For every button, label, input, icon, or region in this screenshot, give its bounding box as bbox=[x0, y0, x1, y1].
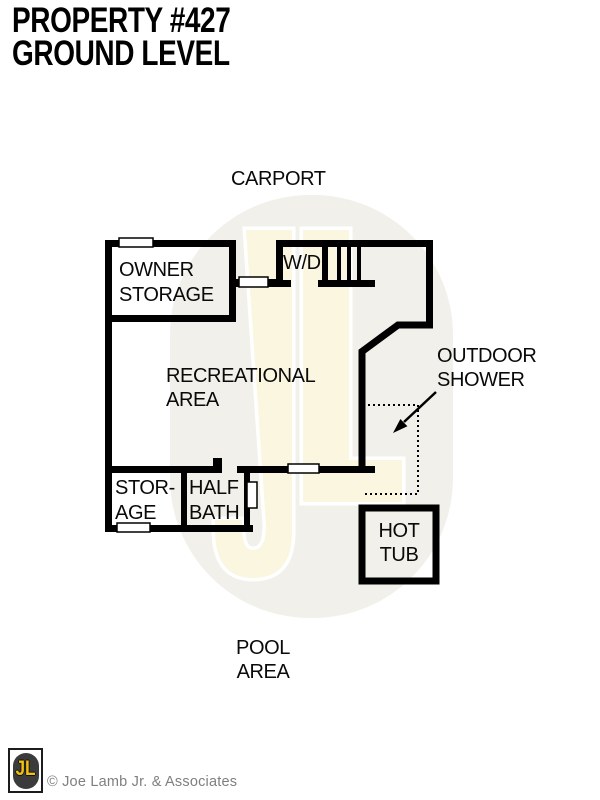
wall-wd-bottom-stub bbox=[276, 280, 291, 287]
stair-tread bbox=[337, 247, 341, 281]
wall-wd-left bbox=[276, 240, 283, 287]
door-half-bath bbox=[246, 481, 258, 509]
wall-rec-bottom-left bbox=[105, 466, 213, 473]
doors bbox=[238, 276, 269, 509]
windows bbox=[116, 237, 320, 533]
jl-logo: JL bbox=[8, 748, 43, 793]
title-line1: PROPERTY #427 bbox=[12, 1, 231, 40]
watermark-letter-l bbox=[299, 226, 406, 506]
outdoor-shower-outline bbox=[363, 404, 419, 495]
jl-logo-oval bbox=[12, 752, 39, 789]
wall-storage-halfbath-separator bbox=[181, 470, 187, 532]
wall-left bbox=[105, 240, 112, 532]
wall-stairs-bottom bbox=[318, 280, 375, 287]
wall-top-left bbox=[105, 240, 236, 247]
jl-logo-text: JL bbox=[15, 757, 36, 780]
stairs bbox=[337, 247, 361, 281]
wall-top-right bbox=[276, 240, 433, 247]
wall-stairs-left bbox=[322, 247, 328, 281]
watermark-jl-logo bbox=[170, 195, 453, 618]
label-carport: CARPORT bbox=[231, 168, 326, 190]
shower-arrow-icon bbox=[393, 391, 437, 433]
wall-owner-storage-bottom bbox=[105, 315, 236, 322]
title-line2: GROUND LEVEL bbox=[12, 34, 230, 73]
door-leaf-half-bath bbox=[213, 458, 222, 473]
window-storage bbox=[116, 522, 151, 533]
window-owner-storage bbox=[118, 237, 154, 248]
hot-tub-outline bbox=[358, 504, 440, 585]
wall-right-diagonal bbox=[358, 243, 433, 469]
window-rec-area bbox=[287, 463, 320, 474]
label-wd: W/D bbox=[283, 252, 321, 274]
wall-rooms-bottom bbox=[105, 525, 253, 532]
stair-tread bbox=[357, 247, 361, 281]
stair-tread bbox=[347, 247, 351, 281]
label-storage: STOR-AGE bbox=[115, 477, 175, 524]
wall-owner-storage-right bbox=[229, 240, 236, 322]
door-owner-storage bbox=[238, 276, 269, 288]
copyright-text: © Joe Lamb Jr. & Associates bbox=[47, 774, 238, 790]
